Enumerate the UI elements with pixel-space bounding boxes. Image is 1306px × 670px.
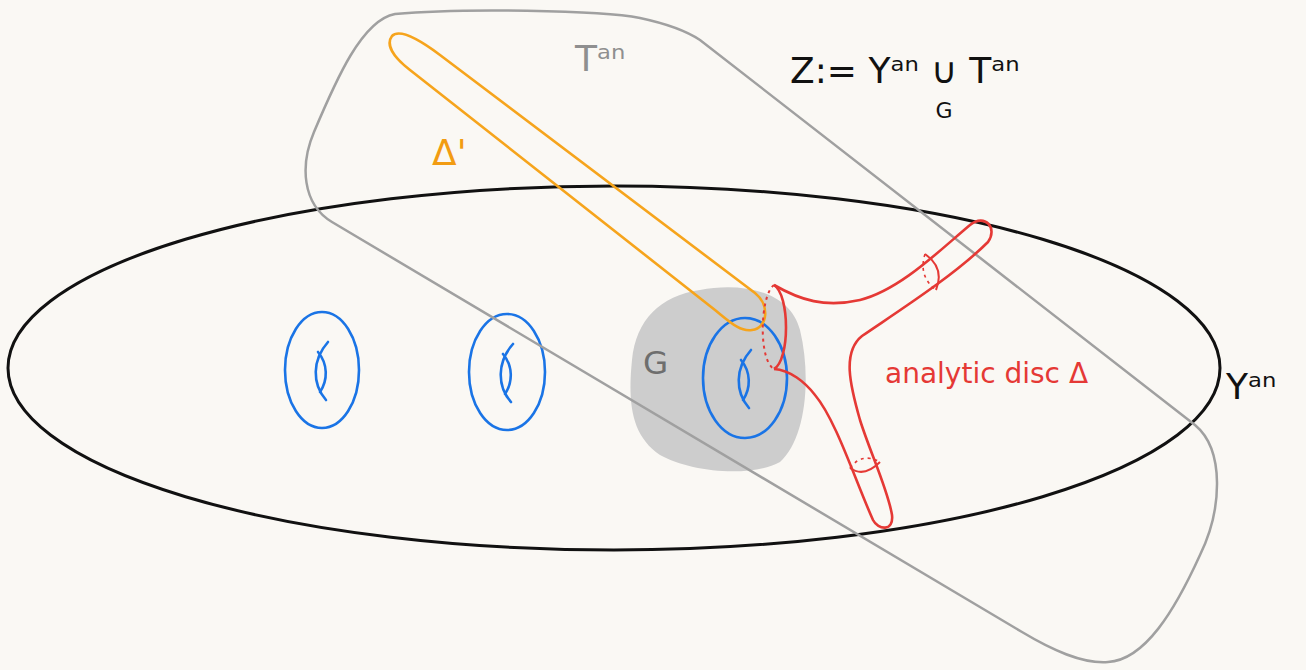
torus-hole-curve [316,342,328,400]
boundary-loop-hidden [763,285,774,369]
cross-section-hidden [850,458,880,468]
union-symbol: ∪ [931,50,957,91]
formula-part: Z:= Yᵃⁿ [790,50,919,91]
analytic-disc: analytic disc Δ [750,212,1002,536]
formula-part: Tᵃⁿ [969,50,1019,91]
formula-part: Z:= Yᵃⁿ [790,50,919,91]
union-subscript: G [935,98,952,123]
shape-label: Tᵃⁿ [575,38,625,79]
union-symbol: ∪ [931,50,957,91]
shape-label: analytic disc Δ [885,358,1088,390]
torus-hole-curve [741,360,749,400]
torus-hole-curve [739,350,751,408]
shape-label: G [643,345,668,382]
formula-part: Tᵃⁿ [969,50,1019,91]
torus-outline [469,314,545,430]
tube-region-shape [294,4,1230,668]
tube-region: TᵃⁿΔ' [294,4,1230,668]
torus-outline [703,318,787,438]
union-subscript: G [935,98,952,123]
ellipse-outline [8,186,1220,550]
region-blob [630,287,805,471]
torus-hole-curve [503,354,511,394]
shape-label: Δ' [432,132,467,173]
torus-hole [285,312,545,430]
torus-hole-curve [501,344,513,402]
cross-section-hidden [923,254,936,290]
strip-outline [390,33,765,330]
cross-section [850,462,880,472]
shape-label: Yᵃⁿ [1226,366,1276,407]
torus-outline [285,312,359,428]
tube-outline [306,11,1217,663]
torus-hole-curve [318,352,326,392]
boundary-loop [774,285,786,369]
cross-section [925,254,939,290]
